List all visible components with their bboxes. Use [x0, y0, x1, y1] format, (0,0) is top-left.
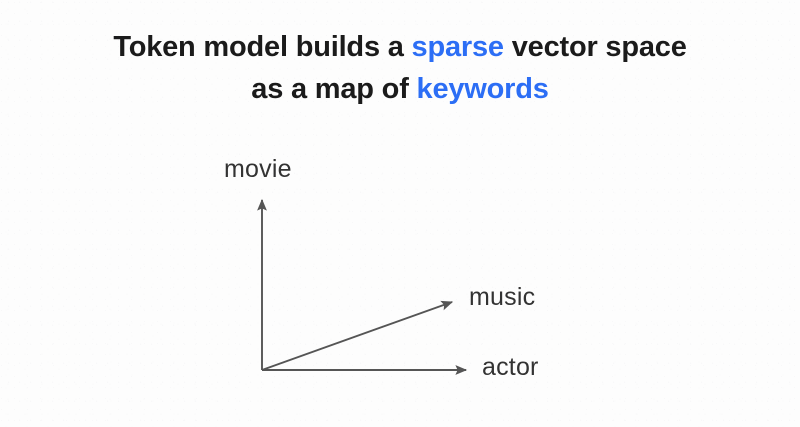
page-title: Token model builds a sparse vector space…: [0, 26, 800, 110]
axis-music-line: [261, 300, 454, 371]
title-line-1: Token model builds a sparse vector space: [0, 26, 800, 68]
title-line-2: as a map of keywords: [0, 68, 800, 110]
title-highlight-keywords: keywords: [416, 73, 549, 105]
title-highlight-sparse: sparse: [411, 31, 505, 63]
title-line-1-text-after: vector space: [503, 31, 687, 63]
axis-label-movie: movie: [224, 155, 292, 183]
axis-label-actor: actor: [482, 353, 539, 381]
title-line-2-text-before: as a map of: [251, 73, 417, 105]
axis-label-music: music: [469, 283, 536, 311]
title-line-1-text-before: Token model builds a: [113, 31, 412, 63]
